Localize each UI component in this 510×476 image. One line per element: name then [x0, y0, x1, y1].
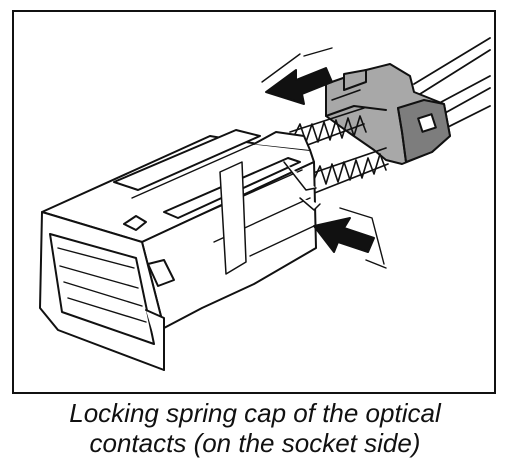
- locking-spring-cap: [325, 63, 451, 165]
- connector-housing: [39, 129, 321, 371]
- figure-frame: [12, 10, 496, 394]
- caption-line-2: contacts (on the socket side): [89, 428, 421, 458]
- figure-caption: Locking spring cap of the optical contac…: [0, 398, 510, 458]
- arrow-icon-top: [261, 47, 333, 105]
- connector-illustration: [39, 37, 491, 371]
- caption-line-1: Locking spring cap of the optical: [69, 398, 441, 428]
- arrow-icon-right: [313, 207, 387, 269]
